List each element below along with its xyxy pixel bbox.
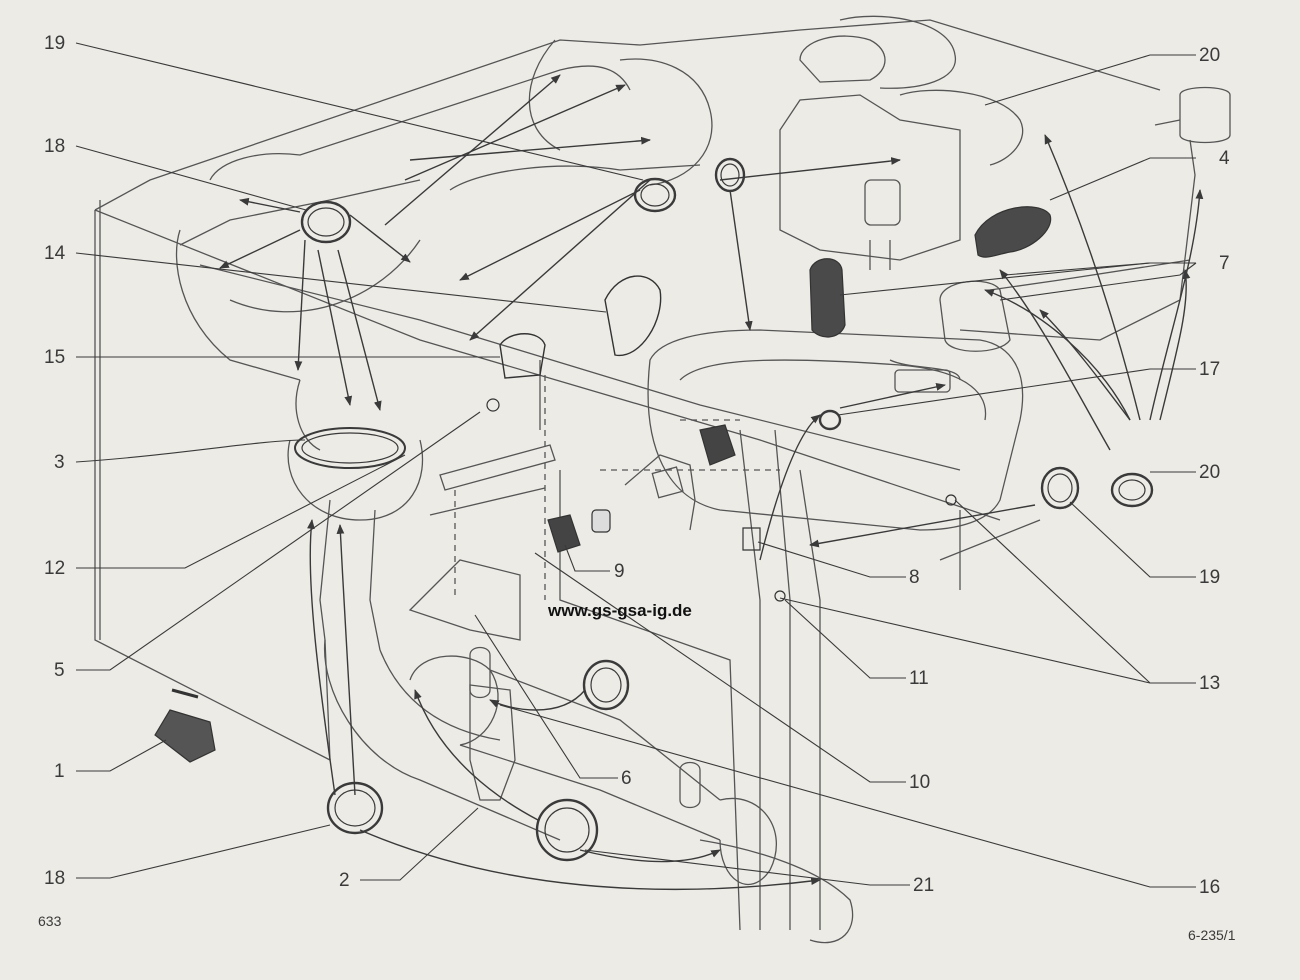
part-label-3: 3 — [54, 452, 65, 473]
part-label-20: 20 — [1199, 45, 1221, 66]
hose-clamp-3 — [294, 427, 406, 469]
part-label-9: 9 — [614, 561, 625, 582]
part-label-7: 7 — [1219, 253, 1230, 274]
clip-15 — [499, 333, 546, 379]
rubber-parts — [154, 206, 1052, 763]
part-label-4: 4 — [1219, 148, 1230, 169]
hose-clamp-18-upper — [300, 200, 352, 244]
part-label-10: 10 — [909, 772, 931, 793]
part-1-clip — [154, 709, 216, 763]
part-label-12: 12 — [44, 558, 66, 579]
clip-14 — [604, 275, 662, 356]
seal-7 — [809, 258, 846, 338]
part-label-18: 18 — [44, 136, 66, 157]
watermark-url: www.gs-gsa-ig.de — [548, 601, 692, 620]
assembly-arrows — [219, 74, 1204, 891]
part-label-11: 11 — [909, 668, 929, 689]
part-label-1: 1 — [54, 761, 65, 782]
fastener-13 — [945, 494, 957, 506]
part-label-19-lower: 19 — [1199, 567, 1221, 588]
page-number: 633 — [38, 913, 62, 929]
hose-clamp-19-upper — [633, 177, 677, 213]
spacer-9 — [591, 509, 611, 533]
hose-clamp-19-right — [1040, 466, 1080, 510]
part-label-2: 2 — [339, 870, 350, 891]
hose-clamp-21 — [535, 798, 599, 862]
washer-15 — [486, 398, 500, 412]
part-label-5: 5 — [54, 660, 65, 681]
hose-clamp-10 — [582, 659, 630, 711]
seal-4 — [974, 206, 1052, 258]
leader-lines — [75, 42, 1197, 888]
part-label-14: 14 — [44, 243, 66, 264]
hose-clamp-20-right — [1110, 472, 1154, 508]
part-label-13: 13 — [1199, 673, 1221, 694]
seal-9 — [547, 514, 581, 553]
fastener-11 — [774, 590, 786, 602]
part-label-16: 16 — [1199, 877, 1221, 898]
part-label-19: 19 — [44, 33, 66, 54]
part-label-15: 15 — [44, 347, 66, 368]
figure-code: 6-235/1 — [1188, 927, 1236, 943]
hose-clamps — [294, 157, 1154, 862]
part-label-8: 8 — [909, 567, 920, 588]
engine-outline — [94, 15, 1231, 944]
seal-8-block — [699, 424, 736, 466]
part-label-6: 6 — [621, 768, 632, 789]
part-label-21: 21 — [913, 875, 935, 896]
bolt-8 — [742, 527, 761, 551]
part-label-18-lower: 18 — [44, 868, 66, 889]
part-label-20-lower: 20 — [1199, 462, 1221, 483]
part-label-17: 17 — [1199, 359, 1221, 380]
hose-clamp-17-small — [818, 409, 842, 431]
